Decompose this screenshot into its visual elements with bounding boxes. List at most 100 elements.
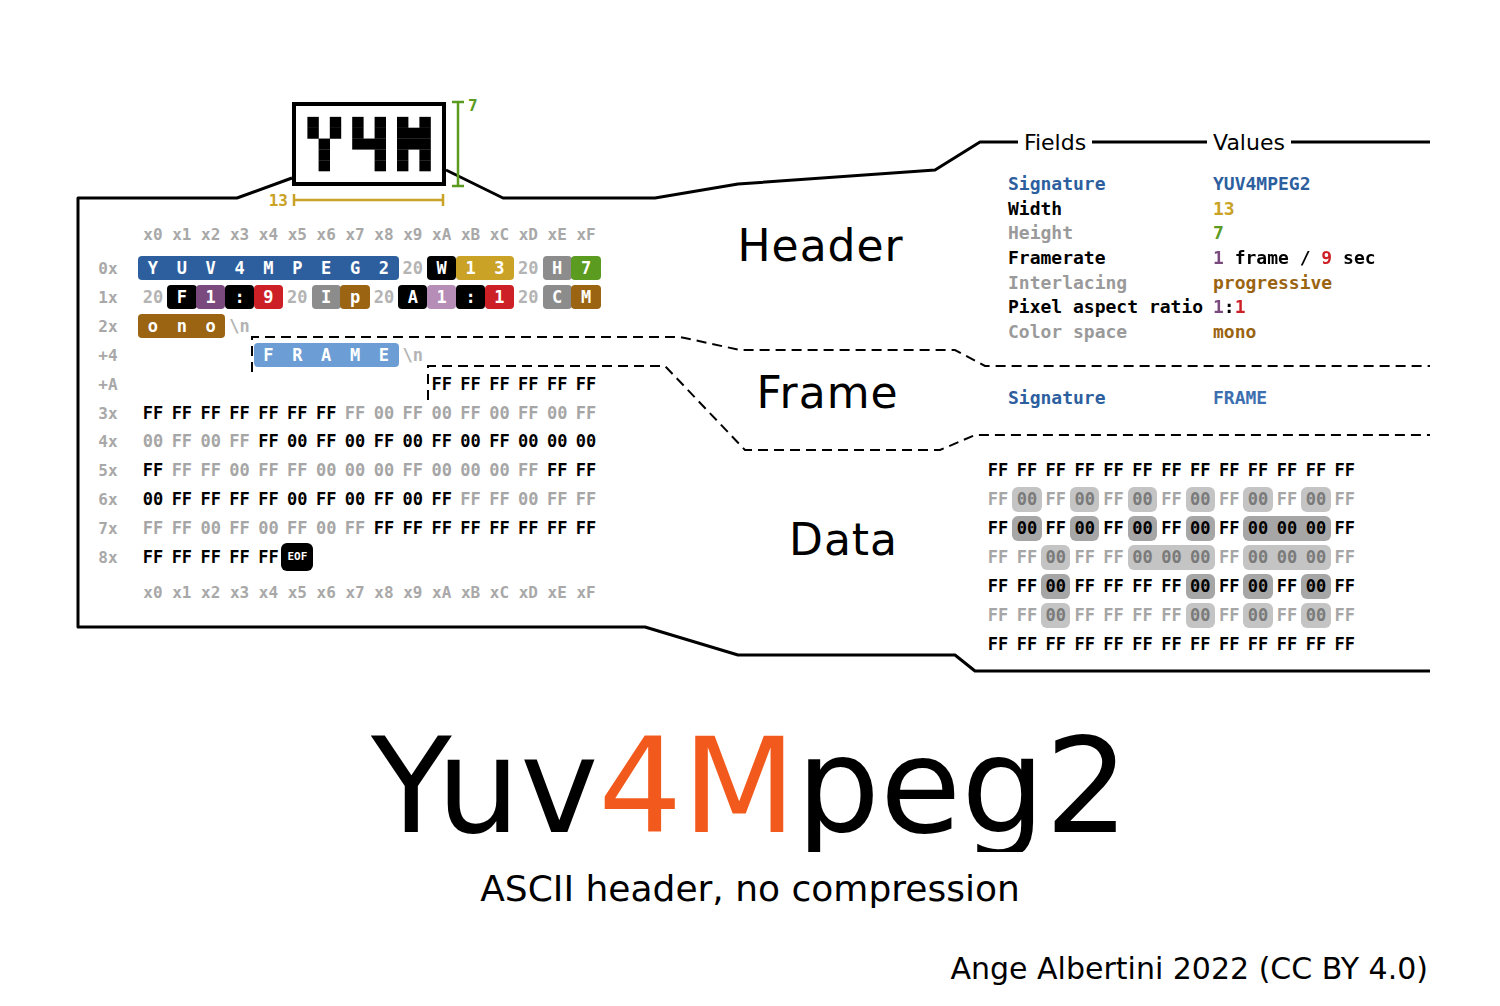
pixel-byte: FF [1330,632,1359,657]
hex-byte: 00 [485,458,514,482]
hex-byte: M [254,256,283,280]
hex-byte: 00 [514,487,543,511]
hex-byte: FF [369,516,398,540]
hex-byte: A [312,343,341,367]
column-header: xD [519,583,538,602]
pixel-byte: FF [1272,458,1301,483]
hex-byte: FF [196,545,225,569]
hex-byte: 1 [427,285,456,309]
hex-byte: FF [312,487,341,511]
pixel-byte: FF [1099,458,1128,483]
row-label: +4 [98,346,117,365]
hex-byte: 00 [543,429,572,453]
hex-byte: G [340,256,369,280]
section-band: Data [781,511,909,570]
column-header: x6 [317,225,336,244]
field-value: 13 [1213,198,1235,219]
hex-byte: 00 [312,516,341,540]
hex-byte: FF [571,487,600,511]
hex-byte: FF [398,516,427,540]
hex-byte: FF [427,372,456,396]
row-label: 4x [98,432,117,451]
hex-byte: FF [283,401,312,425]
column-header: x0 [143,583,162,602]
hex-byte: FF [369,429,398,453]
hex-byte: FF [485,429,514,453]
row-label: 2x [98,317,117,336]
pixel-byte: FF [983,603,1012,628]
hex-byte: 00 [514,429,543,453]
hex-byte: C [543,285,572,309]
column-header: x5 [288,583,307,602]
hex-byte: 00 [312,458,341,482]
hex-byte: FF [167,458,196,482]
hex-byte: 00 [427,401,456,425]
hex-byte: FF [254,401,283,425]
hex-byte: 3 [485,256,514,280]
pixel-byte: FF [1330,574,1359,599]
column-header: x3 [230,583,249,602]
hex-byte: 00 [254,516,283,540]
hex-byte: FF [167,487,196,511]
pixel-byte: FF [1215,458,1244,483]
field-value: mono [1213,321,1256,342]
hex-byte: 00 [196,516,225,540]
column-header: x7 [345,583,364,602]
hex-byte: FF [398,401,427,425]
pixel-byte: 00 [1128,516,1157,541]
hex-byte: 9 [254,285,283,309]
pixel-byte: 00 [1012,487,1041,512]
pixel-byte: FF [1099,574,1128,599]
pixel-byte: FF [1012,545,1041,570]
hex-byte: FF [485,487,514,511]
field-name: Color space [1008,321,1127,342]
hex-byte: FF [167,545,196,569]
hex-byte: \n [225,314,254,338]
title: Yuv4Mpeg2 [371,720,1129,852]
hex-byte: FF [196,458,225,482]
hex-byte: 00 [398,429,427,453]
pixel-byte: 00 [1243,574,1272,599]
hex-byte: 20 [514,285,543,309]
column-header: xC [490,225,509,244]
pixel-byte: 00 [1243,545,1272,570]
column-header: x0 [143,225,162,244]
hex-byte: FF [514,516,543,540]
pixel-byte: 00 [1186,603,1215,628]
hex-byte: FF [225,545,254,569]
column-header: x1 [172,225,191,244]
dimension-label: 7 [468,96,478,115]
credit: Ange Albertini 2022 (CC BY 4.0) [951,951,1428,986]
logo-frame [294,104,444,184]
hex-byte: E [369,343,398,367]
eof-marker: EOF [281,543,313,571]
column-header: x6 [317,583,336,602]
pixel-byte: FF [1070,545,1099,570]
column-header: x5 [288,225,307,244]
field-value: 1:1 [1213,296,1246,317]
hex-byte: FF [138,516,167,540]
hex-byte: W [427,256,456,280]
hex-byte: 00 [427,458,456,482]
pixel-byte: FF [1330,487,1359,512]
column-header: x2 [201,225,220,244]
hex-byte: FF [398,458,427,482]
pixel-byte: FF [983,545,1012,570]
hex-byte: FF [456,401,485,425]
hex-byte: FF [340,516,369,540]
hex-byte: 00 [543,401,572,425]
column-header: xE [548,225,567,244]
hex-byte: 4 [225,256,254,280]
hex-byte: FF [427,429,456,453]
column-header: x4 [259,225,278,244]
pixel-byte: 00 [1301,545,1330,570]
hex-byte: FF [167,516,196,540]
pixel-byte: 00 [1301,603,1330,628]
section-title: Frame [757,368,902,419]
pixel-byte: FF [1243,632,1272,657]
pixel-byte: FF [1099,487,1128,512]
column-header: xF [576,583,595,602]
pixel-byte: 00 [1243,516,1272,541]
hex-byte: FF [456,516,485,540]
pixel-byte: 00 [1041,574,1070,599]
